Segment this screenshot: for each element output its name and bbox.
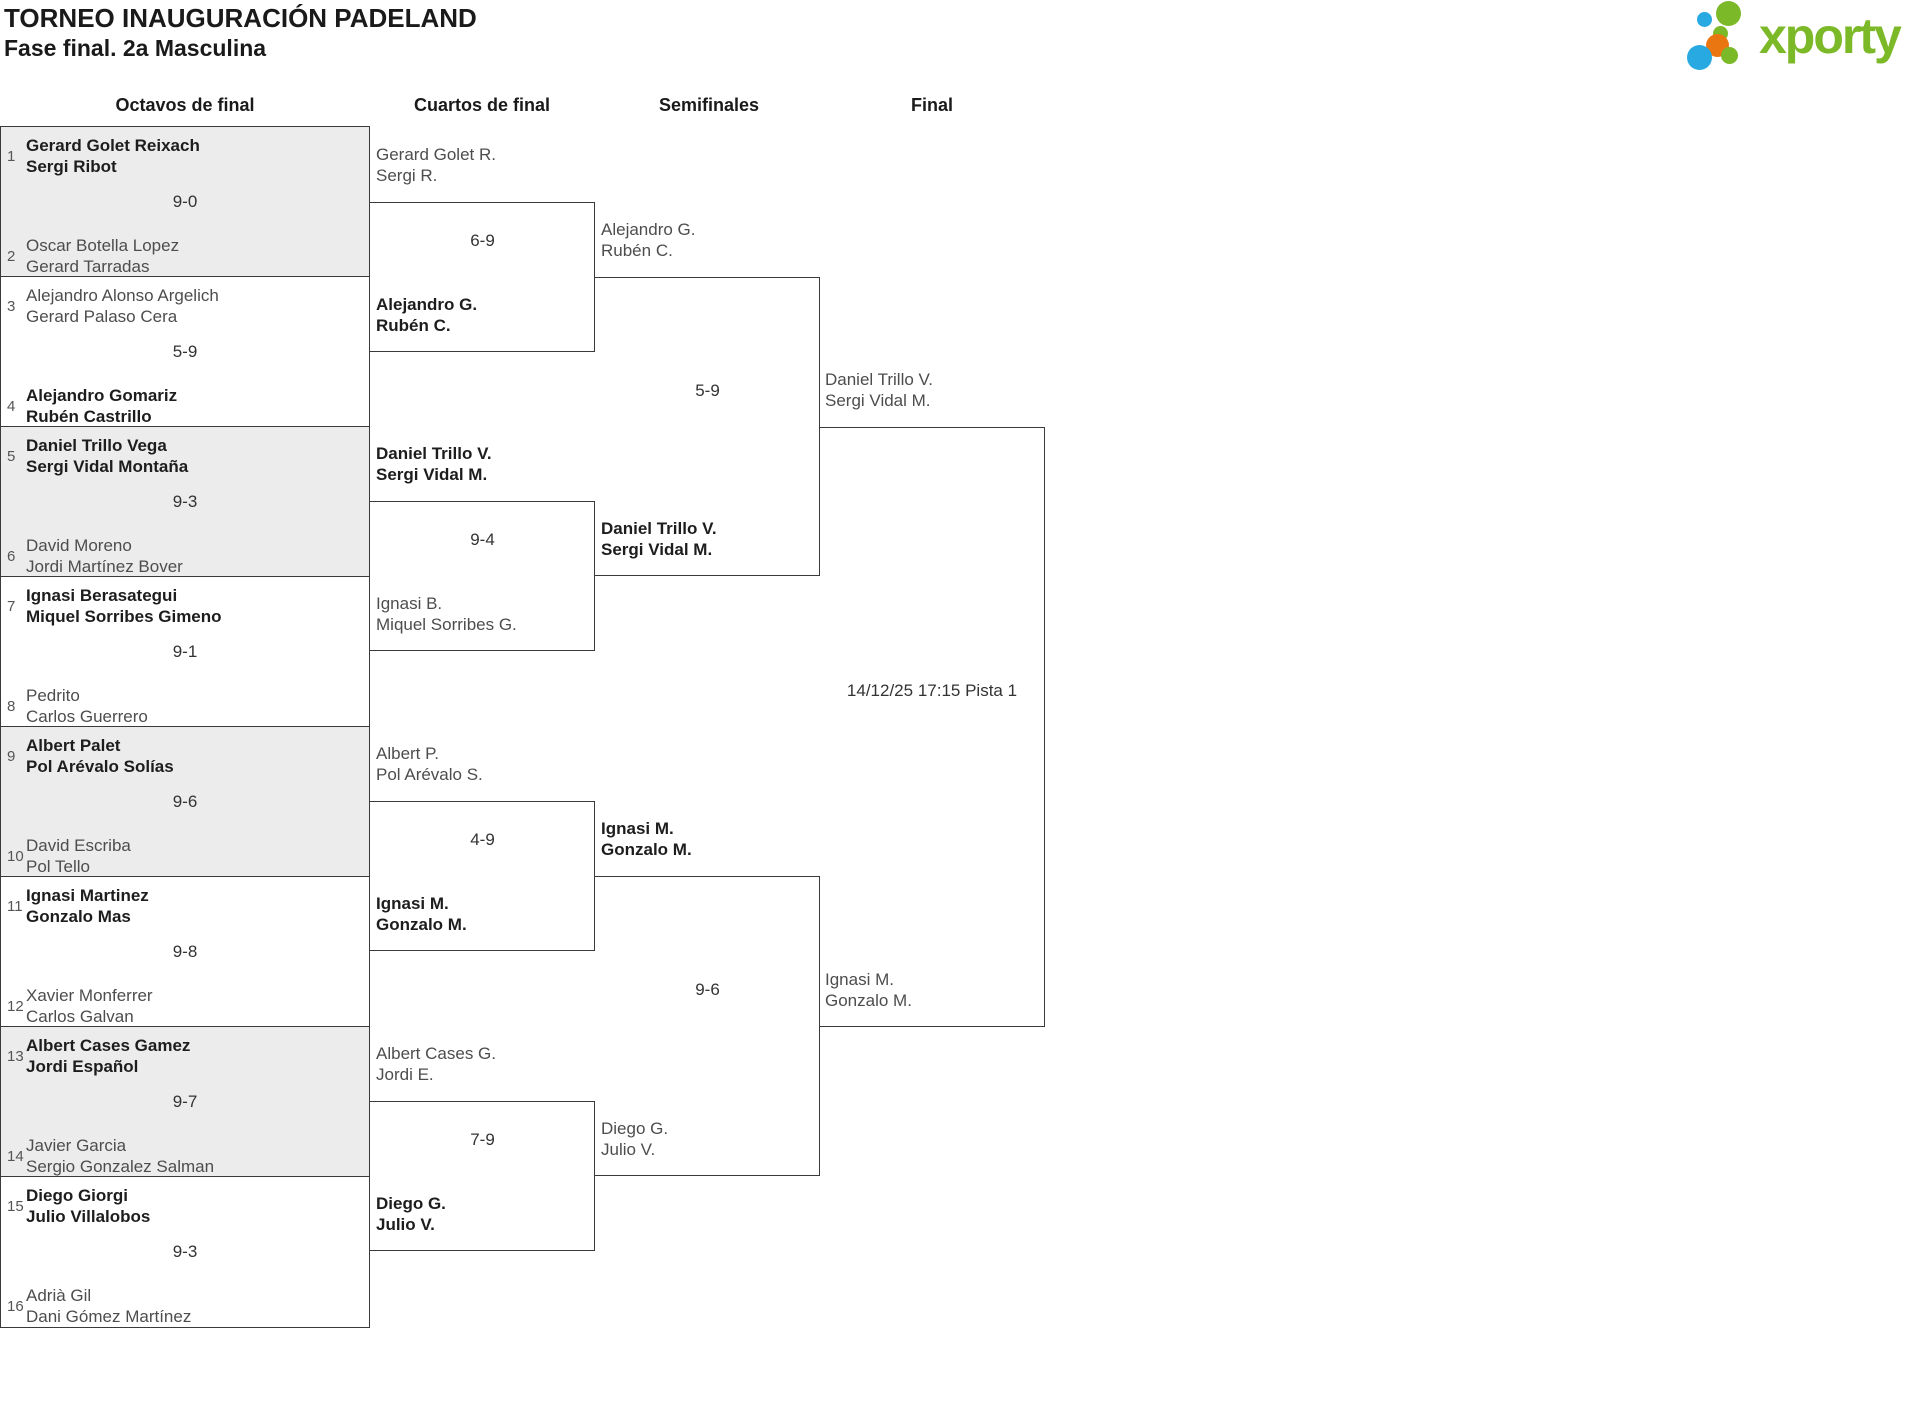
cuartos-4-team-a: Albert Cases G.Jordi E.	[376, 1044, 496, 1084]
match-score: 5-9	[172, 342, 198, 361]
xporty-logo: xporty	[1683, 0, 1919, 74]
cuartos-2-score: 9-4	[470, 530, 495, 549]
semifinal-2-team-a: Ignasi M.Gonzalo M.	[601, 819, 692, 859]
semifinal-1-score: 5-9	[695, 381, 720, 400]
column-header-cuartos: Cuartos de final	[413, 95, 551, 115]
match-cuartos-1-box	[370, 202, 595, 352]
seed-label: 5	[7, 448, 16, 465]
match-score: 9-0	[172, 192, 198, 211]
seed-label: 14	[7, 1148, 24, 1165]
match-cuartos-4-box	[370, 1101, 595, 1251]
cuartos-1-team-b: Alejandro G.Rubén C.	[376, 295, 478, 335]
seed-label: 9	[7, 748, 16, 765]
final-team-a: Daniel Trillo V.Sergi Vidal M.	[825, 370, 934, 410]
match-cuartos-3-box	[370, 801, 595, 951]
seed-label: 10	[7, 848, 24, 865]
seed-label: 16	[7, 1298, 24, 1315]
cuartos-2-team-a: Daniel Trillo V.Sergi Vidal M.	[376, 444, 492, 484]
match-cuartos-2-box	[370, 501, 595, 651]
logo-dot-blue-small	[1697, 12, 1712, 27]
seed-label: 15	[7, 1198, 24, 1215]
column-header-final: Final	[910, 95, 953, 115]
cuartos-1-score: 6-9	[470, 231, 495, 250]
cuartos-4-score: 7-9	[470, 1130, 495, 1149]
final-schedule: 14/12/25 17:15 Pista 1	[846, 681, 1018, 700]
seed-label: 7	[7, 598, 16, 615]
match-score: 9-3	[172, 492, 198, 511]
final-team-b: Ignasi M.Gonzalo M.	[825, 970, 912, 1010]
cuartos-3-team-b: Ignasi M.Gonzalo M.	[376, 894, 467, 934]
logo-dot-green-bottom	[1721, 47, 1738, 64]
seed-label: 12	[7, 998, 24, 1015]
semifinal-1-team-b: Daniel Trillo V.Sergi Vidal M.	[601, 519, 717, 559]
seed-label: 13	[7, 1048, 24, 1065]
semifinal-2-team-b: Diego G.Julio V.	[601, 1119, 669, 1159]
seed-label: 2	[7, 248, 16, 265]
column-header-octavos: Octavos de final	[115, 95, 255, 115]
cuartos-3-score: 4-9	[470, 830, 495, 849]
seed-label: 1	[7, 148, 16, 165]
cuartos-2-team-b: Ignasi B.Miquel Sorribes G.	[376, 594, 517, 634]
match-final-box	[819, 427, 1045, 1027]
match-score: 9-6	[172, 792, 198, 811]
cuartos-3-team-a: Albert P.Pol Arévalo S.	[376, 744, 483, 784]
cuartos-4-team-b: Diego G.Julio V.	[376, 1194, 446, 1234]
page-title: TORNEO INAUGURACIÓN PADELAND	[4, 3, 477, 33]
cuartos-1-team-a: Gerard Golet R.Sergi R.	[376, 145, 496, 185]
match-score: 9-8	[172, 942, 198, 961]
seed-label: 8	[7, 698, 16, 715]
column-header-semifinales: Semifinales	[658, 95, 760, 115]
seed-label: 11	[7, 898, 23, 915]
match-score: 9-3	[172, 1242, 198, 1261]
logo-dot-green-large	[1716, 1, 1741, 26]
semifinal-1-team-a: Alejandro G.Rubén C.	[601, 220, 696, 260]
seed-label: 4	[7, 398, 16, 415]
page-subtitle: Fase final. 2a Masculina	[4, 35, 267, 61]
logo-dot-blue-large	[1687, 45, 1712, 70]
logo-wordmark: xporty	[1759, 8, 1902, 64]
match-semifinal-1-box	[595, 277, 820, 576]
match-score: 9-7	[172, 1092, 198, 1111]
match-score: 9-1	[172, 642, 198, 661]
seed-label: 6	[7, 548, 16, 565]
semifinal-2-score: 9-6	[695, 980, 720, 999]
seed-label: 3	[7, 298, 16, 315]
